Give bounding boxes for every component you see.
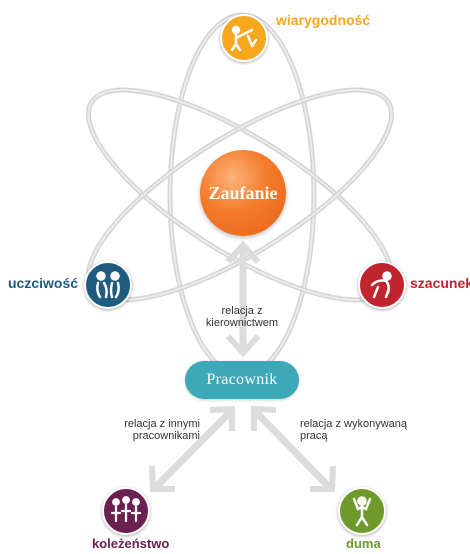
relation-manager-line2: kierownictwem xyxy=(205,317,279,329)
pride-node xyxy=(338,487,386,535)
pride-label: duma xyxy=(346,536,381,551)
employee-pill: Pracownik xyxy=(185,361,299,399)
relation-coworkers-line2: pracownikami xyxy=(132,430,200,442)
relation-work-line1: relacja z wykonywaną xyxy=(300,418,407,430)
relation-coworkers-text: relacja z innymi pracownikami xyxy=(100,418,200,442)
relation-manager-text: relacja z kierownictwem xyxy=(190,305,294,329)
handshake-icon xyxy=(230,25,258,52)
reliability-node xyxy=(220,14,268,62)
honesty-label: uczciwość xyxy=(8,275,79,291)
camaraderie-label: koleżeństwo xyxy=(92,536,170,551)
arrow-manager xyxy=(225,240,261,358)
respect-node xyxy=(358,261,406,309)
employee-label: Pracownik xyxy=(206,371,278,388)
honesty-node xyxy=(84,261,132,309)
arrow-work xyxy=(251,405,336,492)
relation-work-text: relacja z wykonywaną pracą xyxy=(300,418,420,442)
bow-icon xyxy=(370,271,392,299)
relation-manager-line1: relacja z xyxy=(221,305,263,317)
reliability-label: wiarygodność xyxy=(276,12,371,28)
trust-core: Zaufanie xyxy=(200,150,286,236)
trust-label: Zaufanie xyxy=(208,182,278,203)
group-icon xyxy=(110,496,142,523)
respect-label: szacunek xyxy=(410,275,470,291)
people-icon xyxy=(96,271,120,299)
relation-coworkers-line1: relacja z innymi xyxy=(124,418,200,430)
arrow-coworkers xyxy=(149,405,235,492)
camaraderie-node xyxy=(102,487,150,535)
relation-work-line2: pracą xyxy=(300,430,328,442)
cheering-person-icon xyxy=(352,496,372,527)
